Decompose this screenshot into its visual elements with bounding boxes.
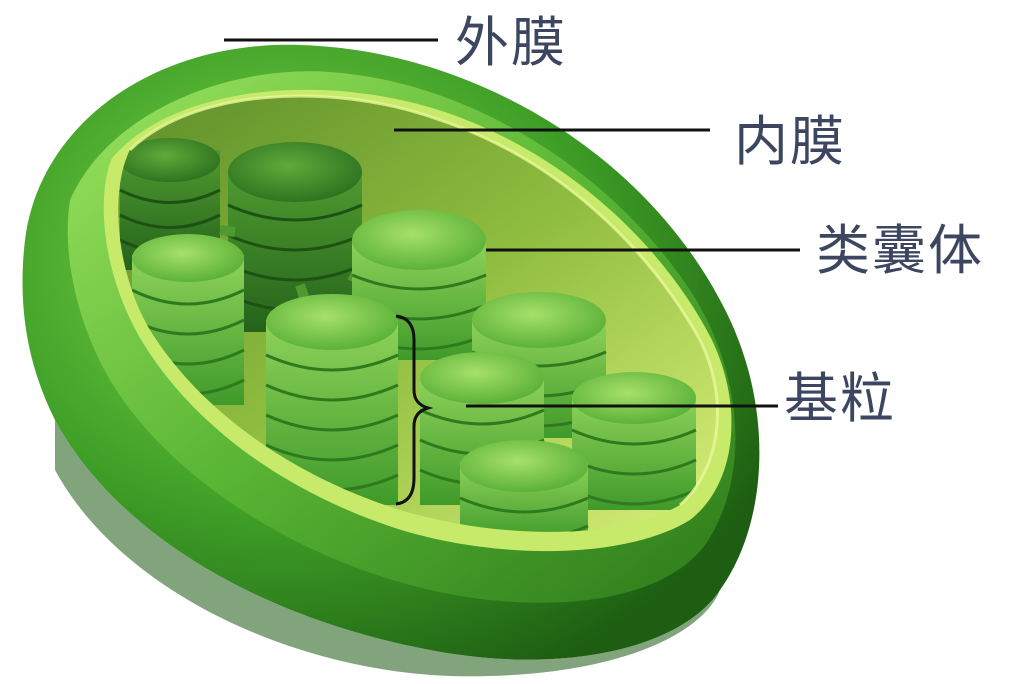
label-granum: 基粒 xyxy=(784,372,896,426)
label-thylakoid: 类囊体 xyxy=(816,224,984,278)
granum-stack-lower-right xyxy=(572,372,696,510)
granum-stack-bottom xyxy=(460,440,588,542)
label-inner-membrane: 内膜 xyxy=(734,115,846,169)
label-outer-membrane: 外膜 xyxy=(455,16,567,70)
